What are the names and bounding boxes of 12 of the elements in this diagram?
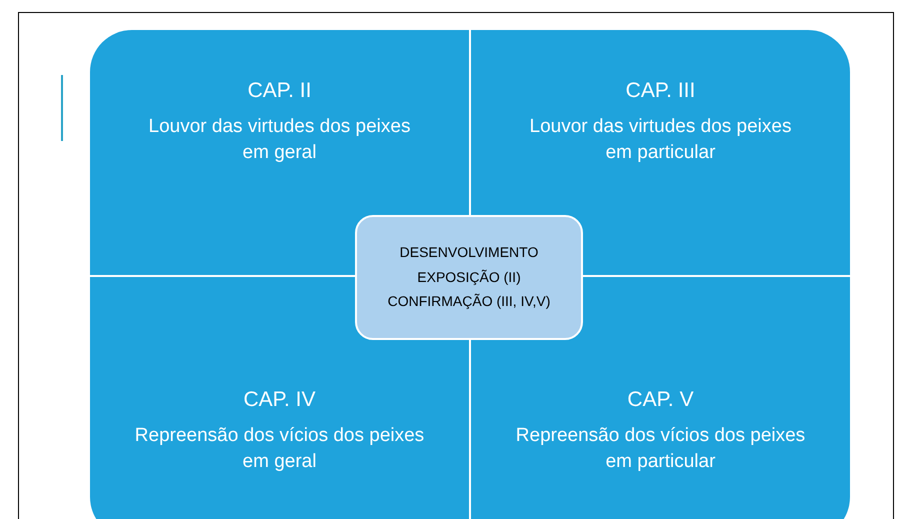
chapter-description: Repreensão dos vícios dos peixes em geral <box>134 424 426 474</box>
chapter-heading: CAP. V <box>627 387 694 413</box>
chapter-heading: CAP. III <box>626 78 696 104</box>
center-text: EXPOSIÇÃO (II) <box>417 268 521 286</box>
chapter-description: Louvor das virtudes dos peixes em geral <box>148 115 412 166</box>
chapter-description: Louvor das virtudes dos peixes em particular <box>528 115 792 166</box>
chapter-heading: CAP. II <box>248 78 312 104</box>
center-box <box>355 215 583 340</box>
chapter-heading: CAP. IV <box>244 387 316 413</box>
center-text: CONFIRMAÇÃO (III, IV,V) <box>388 293 550 311</box>
center-text: DESENVOLVIMENTO <box>400 244 538 262</box>
chapter-description: Repreensão dos vícios dos peixes em particular <box>514 424 806 474</box>
